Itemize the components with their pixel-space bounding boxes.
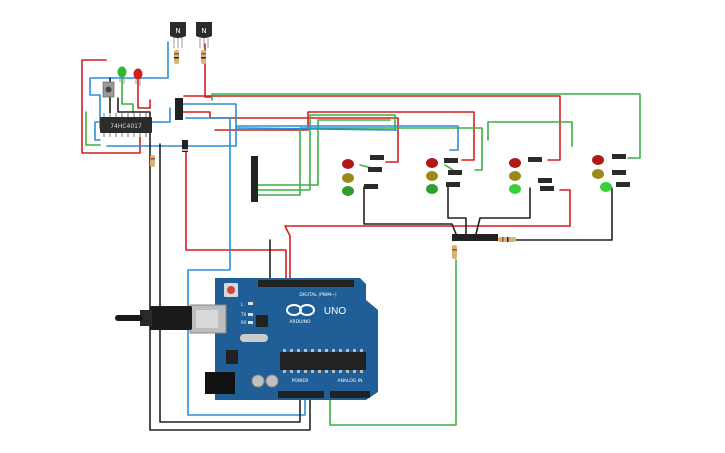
wire-blue[interactable] xyxy=(235,127,397,131)
analog-header[interactable] xyxy=(330,391,370,398)
transistor-label: N xyxy=(201,27,206,35)
wire-red[interactable] xyxy=(204,43,213,98)
wire-blue[interactable] xyxy=(94,107,171,141)
microcontroller xyxy=(280,352,366,370)
dc-power-jack[interactable] xyxy=(205,372,235,394)
resistor[interactable] xyxy=(150,155,155,167)
traffic-light-1[interactable] xyxy=(342,155,384,196)
wire-red[interactable] xyxy=(214,111,475,161)
l-led-label: L xyxy=(241,302,244,307)
header-strip[interactable] xyxy=(175,98,183,120)
decade-counter-chip[interactable]: 74HC4017 xyxy=(100,113,152,137)
wire-green[interactable] xyxy=(487,121,573,147)
wire-red[interactable] xyxy=(185,149,287,281)
pushbutton[interactable] xyxy=(102,81,115,98)
led-red[interactable] xyxy=(592,155,604,165)
wire-red[interactable] xyxy=(81,59,141,154)
resistor[interactable] xyxy=(444,158,458,163)
transistor-1[interactable]: N xyxy=(170,22,186,48)
arduino-logo xyxy=(286,304,315,316)
wire-black[interactable] xyxy=(363,186,457,235)
wire-green[interactable] xyxy=(257,127,483,196)
wire-red[interactable] xyxy=(183,95,561,161)
led-red[interactable] xyxy=(426,158,438,168)
led-yellow[interactable] xyxy=(509,171,521,181)
pin-header-horizontal[interactable] xyxy=(452,234,498,241)
wire-green[interactable] xyxy=(121,77,134,113)
capacitor xyxy=(251,374,265,388)
led-green[interactable] xyxy=(600,182,612,192)
chip-label: 74HC4017 xyxy=(110,123,142,130)
wire-blue[interactable] xyxy=(185,117,306,416)
digital-header[interactable] xyxy=(258,280,354,287)
transistor-2[interactable]: N xyxy=(196,22,212,48)
wire-green[interactable] xyxy=(257,114,396,191)
led-green[interactable] xyxy=(509,184,521,194)
wire-green[interactable] xyxy=(85,111,101,146)
led-yellow[interactable] xyxy=(592,169,604,179)
wire-red[interactable] xyxy=(137,79,151,109)
status-led-red[interactable] xyxy=(133,68,143,87)
resistor[interactable] xyxy=(612,170,626,175)
traffic-light-3[interactable] xyxy=(509,157,554,194)
led-red[interactable] xyxy=(342,159,354,169)
wire-black[interactable] xyxy=(447,185,467,235)
led-red[interactable] xyxy=(509,158,521,168)
wire-black[interactable] xyxy=(483,187,613,241)
transistor-label: N xyxy=(175,27,180,35)
wire-red[interactable] xyxy=(176,111,399,163)
resistor[interactable] xyxy=(528,157,542,162)
wire-black[interactable] xyxy=(475,187,531,235)
wire-green[interactable] xyxy=(257,119,391,186)
digital-label: DIGITAL (PWM~) xyxy=(299,292,337,298)
wire-red[interactable] xyxy=(284,189,571,281)
resistor[interactable] xyxy=(538,178,552,183)
traffic-light-4[interactable] xyxy=(592,154,630,192)
led-yellow[interactable] xyxy=(426,171,438,181)
board-brand: ARDUINO xyxy=(289,319,311,325)
resistor[interactable] xyxy=(540,186,554,191)
tx-led-label: TX xyxy=(240,312,246,317)
resistor[interactable] xyxy=(448,170,462,175)
led-green[interactable] xyxy=(342,186,354,196)
resistor[interactable] xyxy=(446,182,460,187)
wire-green[interactable] xyxy=(211,93,641,159)
resistor[interactable] xyxy=(452,245,457,259)
board-name: UNO xyxy=(324,306,346,317)
analog-label: ANALOG IN xyxy=(337,378,362,384)
power-header[interactable] xyxy=(278,391,324,398)
wire-blue[interactable] xyxy=(235,125,459,151)
resistor[interactable] xyxy=(174,50,179,64)
resistor[interactable] xyxy=(201,50,206,64)
wire-blue[interactable] xyxy=(89,41,169,129)
diode[interactable] xyxy=(182,140,188,152)
resistor[interactable] xyxy=(370,155,384,160)
rx-led-label: RX xyxy=(241,320,247,325)
resistor[interactable] xyxy=(616,182,630,187)
resistor[interactable] xyxy=(364,184,378,189)
wire-green[interactable] xyxy=(444,164,454,171)
arduino-uno-board[interactable]: DIGITAL (PWM~) UNO ARDUINO L TX RX xyxy=(189,278,378,400)
usb-cable[interactable] xyxy=(115,306,192,330)
resistor[interactable] xyxy=(498,237,516,242)
resistor[interactable] xyxy=(368,167,382,172)
led-yellow[interactable] xyxy=(342,173,354,183)
traffic-light-2[interactable] xyxy=(426,158,462,194)
resistor[interactable] xyxy=(612,154,626,159)
wire-black[interactable] xyxy=(159,143,301,423)
power-label: POWER xyxy=(292,378,309,384)
pin-header-vertical[interactable] xyxy=(251,156,258,202)
capacitor xyxy=(265,374,279,388)
led-green[interactable] xyxy=(426,184,438,194)
status-led-green[interactable] xyxy=(117,66,127,85)
wire-black[interactable] xyxy=(117,97,311,431)
